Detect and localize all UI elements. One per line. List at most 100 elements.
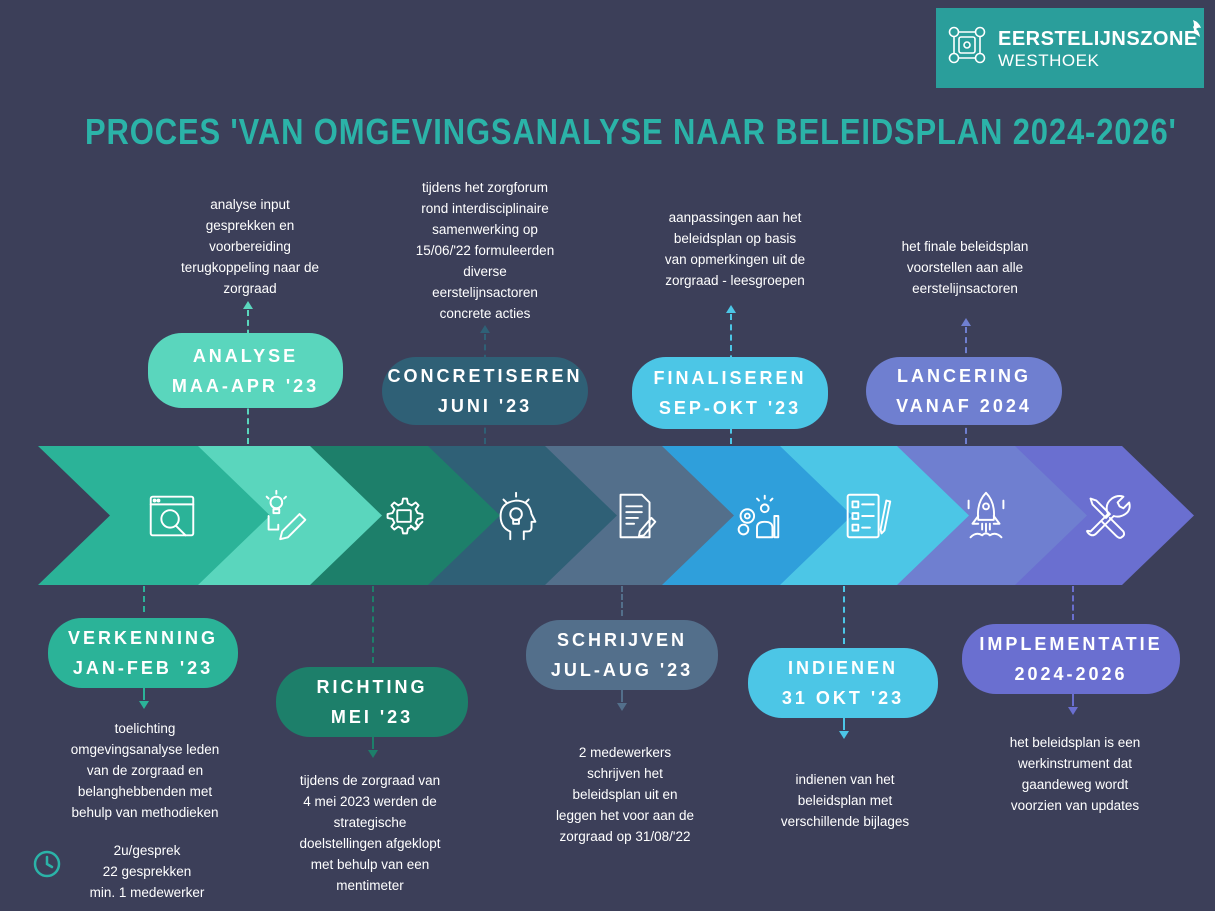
connector-arrowhead [961,318,971,326]
description-line: strategische [333,815,407,830]
stats-text: 2u/gesprek 22 gesprekken min. 1 medewerk… [62,840,232,903]
idea-pencil-icon [265,489,307,540]
description-line: gaandeweg wordt [1021,777,1129,792]
logo-region: WESTHOEK [998,51,1100,70]
phase-name: CONCRETISEREN [387,366,583,386]
description-line: het beleidsplan is een [1009,735,1141,750]
clock-icon [33,850,61,878]
connector-line [143,586,145,612]
connector-line [843,586,845,644]
description-line: het finale beleidsplan [901,239,1029,254]
description-line: doelstellingen afgeklopt [299,836,441,851]
connector-arrowhead [368,750,378,758]
connector-arrowhead [139,701,149,709]
connector-arrowhead [243,301,253,309]
connector-line [1072,586,1074,620]
phase-name: RICHTING [316,677,428,697]
phase-label-5: SCHRIJVEN JUL-AUG '23 [526,620,718,690]
phase-period: JAN-FEB '23 [72,658,214,678]
connector-line [143,688,145,700]
description-line: schrijven het [587,766,663,781]
phase-name: LANCERING [897,366,1031,386]
target-gear-icon [386,497,424,534]
phase-description: toelichting omgevingsanalyse leden van de … [30,718,260,823]
document-pen-icon [619,493,657,538]
stats-line: 2u/gesprek [113,843,181,858]
description-line: van de zorgraad en [86,763,204,778]
network-logo-icon [948,26,986,64]
description-line: mentimeter [336,878,404,893]
page-title: PROCES 'VAN OMGEVINGSANALYSE NAAR BELEID… [85,111,1177,152]
description-line: 15/06/'22 formuleerden [415,243,555,258]
description-line: samenwerking op [432,222,538,237]
phase-name: SCHRIJVEN [556,630,688,650]
phase-description: het beleidsplan is een werkinstrument dat… [980,732,1170,816]
phase-name: VERKENNING [67,628,218,648]
description-line: zorgraad - leesgroepen [665,273,805,288]
phase-period: VANAF 2024 [896,396,1032,416]
description-line: diverse [463,264,507,279]
description-line: toelichting [114,721,176,736]
phase-label-3: RICHTING MEI '23 [276,667,468,737]
timeline-chevron [38,446,270,585]
description-line: voorstellen aan alle [906,260,1024,275]
description-line: concrete acties [439,306,531,321]
stats-line: 22 gesprekken [102,864,192,879]
description-line: tijdens het zorgforum [421,180,549,195]
description-line: 2 medewerkers [578,745,672,760]
phase-description: 2 medewerkers schrijven het beleidsplan ui… [540,742,710,847]
head-lightbulb-icon [499,491,537,540]
phase-description: indienen van het beleidsplan met verschill… [770,769,920,832]
description-line: beleidsplan uit en [572,787,678,802]
description-line: analyse input [210,197,290,212]
phase-name: INDIENEN [787,658,898,678]
connector-line [1072,694,1074,706]
phase-name: FINALISEREN [653,368,807,388]
description-line: voorzien van updates [1010,798,1140,813]
phase-description: tijdens het zorgforum rond interdisciplin… [385,177,585,324]
description-line: terugkoppeling naar de [180,260,320,275]
connector-line [372,586,374,663]
logo: EERSTELIJNSZONE WESTHOEK [936,8,1204,88]
phase-period: MEI '23 [330,707,414,727]
connector-line [621,690,623,702]
description-line: rond interdisciplinaire [421,201,549,216]
stats-line: min. 1 medewerker [89,885,205,900]
description-line: indienen van het [795,772,895,787]
phase-label-1: VERKENNING JAN-FEB '23 [48,618,238,688]
description-line: werkinstrument dat [1017,756,1133,771]
phase-period: JUNI '23 [437,396,533,416]
phase-label-6: FINALISEREN SEP-OKT '23 [632,357,828,429]
connector-line [372,737,374,749]
phase-period: SEP-OKT '23 [658,398,802,418]
description-line: van opmerkingen uit de [664,252,806,267]
connector-arrowhead [480,325,490,333]
connector-arrowhead [839,731,849,739]
description-line: beleidsplan met [797,793,893,808]
description-line: leggen het voor aan de [555,808,695,823]
description-line: aanpassingen aan het [668,210,802,225]
phase-period: MAA-APR '23 [171,375,320,396]
description-line: omgevingsanalyse leden [70,742,220,757]
rocket-icon [967,491,1005,538]
description-line: verschillende bijlages [780,814,910,829]
connector-line [843,718,845,730]
checklist-icon [846,493,892,538]
connector-arrowhead [617,703,627,711]
description-line: eerstelijnsactoren [912,281,1018,296]
phase-period: JUL-AUG '23 [550,660,694,680]
logo-name: EERSTELIJNSZONE [998,28,1198,50]
description-line: zorgraad op 31/08/'22 [559,829,691,844]
description-line: eerstelijnsactoren [432,285,538,300]
description-line: met behulp van een [310,857,430,872]
description-line: behulp van methodieken [71,805,219,820]
description-line: 4 mei 2023 werden de [303,794,437,809]
description-line: zorgraad [223,281,277,296]
description-line: beleidsplan op basis [673,231,797,246]
description-line: belanghebbenden met [77,784,213,799]
connector-line [621,586,623,616]
